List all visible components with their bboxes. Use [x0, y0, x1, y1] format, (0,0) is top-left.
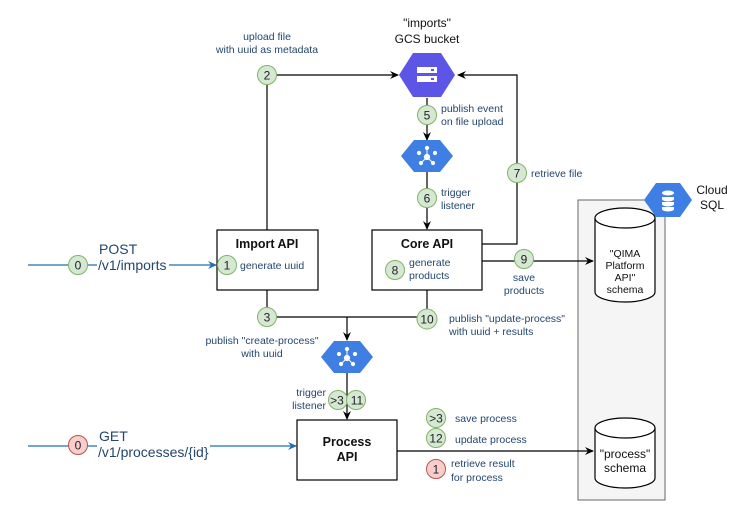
- label-step-2a: upload file: [243, 31, 291, 43]
- label-retrieve-result-b: for process: [451, 472, 503, 484]
- step-gt3-11: >3 11: [328, 390, 366, 410]
- post-path: /v1/imports: [98, 257, 166, 273]
- label-step-7: retrieve file: [531, 168, 583, 180]
- core-api-box[interactable]: [371, 229, 483, 291]
- step-12: 12: [426, 428, 446, 448]
- svg-text:11: 11: [351, 394, 364, 408]
- svg-text:6: 6: [424, 192, 431, 206]
- db-process-line-2: schema: [604, 461, 646, 475]
- post-method: POST: [99, 241, 138, 257]
- svg-text:1: 1: [224, 259, 231, 273]
- edge-import-to-pubsub2: [266, 290, 347, 318]
- gcs-bucket[interactable]: [399, 53, 455, 97]
- edge-import-to-bucket: [266, 71, 399, 230]
- svg-text:12: 12: [429, 432, 443, 446]
- bucket-label-1: "imports": [403, 16, 451, 30]
- label-step-11b: listener: [292, 400, 326, 412]
- step-7: 7: [507, 163, 527, 183]
- cloud-sql-label-2: SQL: [700, 198, 724, 212]
- db-platform-line-3: API": [615, 272, 636, 284]
- edge-core-to-pubsub2: [347, 290, 428, 318]
- label-step-3a: publish "create-process": [205, 335, 318, 347]
- label-update-process: update process: [455, 434, 527, 446]
- cloud-sql-label-1: Cloud: [696, 183, 727, 197]
- step-10: 10: [416, 308, 438, 330]
- step-3: 3: [257, 307, 277, 327]
- cloud-storage-icon: [399, 53, 455, 97]
- label-step-8b: products: [409, 270, 449, 282]
- svg-text:>3: >3: [330, 394, 344, 408]
- db-process-line-1: "process": [600, 447, 651, 461]
- svg-text:5: 5: [424, 109, 431, 123]
- step-6: 6: [417, 188, 437, 208]
- step-labels: generate uuid upload file with uuid as m…: [205, 31, 582, 484]
- label-step-11a: trigger: [296, 387, 326, 399]
- label-step-10b: with uuid + results: [448, 326, 533, 338]
- step-1-retrieve: 1: [426, 459, 446, 479]
- get-method: GET: [99, 428, 128, 444]
- svg-text:1: 1: [433, 463, 440, 477]
- step-8: 8: [385, 260, 405, 280]
- process-api-box[interactable]: [296, 419, 398, 481]
- label-step-3b: with uuid: [240, 348, 283, 360]
- svg-text:7: 7: [514, 167, 521, 181]
- svg-text:>3: >3: [429, 412, 443, 426]
- label-step-10a: publish "update-process": [449, 313, 565, 325]
- svg-text:2: 2: [264, 69, 271, 83]
- step-1: 1: [217, 255, 237, 275]
- db-platform-line-4: schema: [607, 284, 644, 296]
- step-0-get: 0: [68, 435, 88, 455]
- step-2: 2: [257, 65, 277, 85]
- db-process-schema[interactable]: "process" schema: [594, 417, 656, 489]
- label-step-2b: with uuid as metadata: [215, 44, 318, 56]
- process-api-title-2: API: [337, 450, 358, 464]
- core-api-title: Core API: [401, 237, 453, 251]
- pubsub-bottom[interactable]: [321, 341, 373, 373]
- get-path: /v1/processes/{id}: [98, 444, 209, 460]
- db-platform-line-2: Platform: [605, 260, 644, 272]
- process-api-title-1: Process: [323, 435, 372, 449]
- bucket-label-2: GCS bucket: [395, 32, 460, 46]
- label-step-1: generate uuid: [240, 260, 304, 272]
- label-step-6a: trigger: [441, 187, 471, 199]
- step-9: 9: [514, 249, 534, 269]
- svg-text:0: 0: [75, 259, 82, 273]
- label-step-9a: save: [513, 272, 535, 284]
- db-platform-schema[interactable]: "QIMA Platform API" schema: [594, 207, 656, 303]
- db-platform-line-1: "QIMA: [610, 248, 641, 260]
- svg-text:10: 10: [420, 313, 434, 327]
- cloud-sql[interactable]: [644, 183, 692, 217]
- svg-text:3: 3: [264, 311, 271, 325]
- svg-text:9: 9: [521, 253, 528, 267]
- label-step-9b: products: [504, 285, 544, 297]
- svg-text:0: 0: [75, 439, 82, 453]
- label-save-process: save process: [455, 413, 517, 425]
- label-step-8a: generate: [409, 257, 451, 269]
- step-save-process: >3: [426, 408, 446, 428]
- label-step-5a: publish event: [441, 103, 503, 115]
- label-step-6b: listener: [441, 200, 475, 212]
- import-api-title: Import API: [236, 237, 299, 251]
- label-step-5b: on file upload: [441, 116, 504, 128]
- label-retrieve-result-a: retrieve result: [451, 458, 515, 470]
- step-0-post: 0: [68, 255, 88, 275]
- edge-core-retrieve-file: [457, 71, 518, 245]
- step-markers: 0 0 1 2 3 5 6 7: [68, 65, 534, 479]
- svg-text:8: 8: [392, 264, 399, 278]
- pubsub-top[interactable]: [401, 140, 453, 172]
- step-5: 5: [417, 105, 437, 125]
